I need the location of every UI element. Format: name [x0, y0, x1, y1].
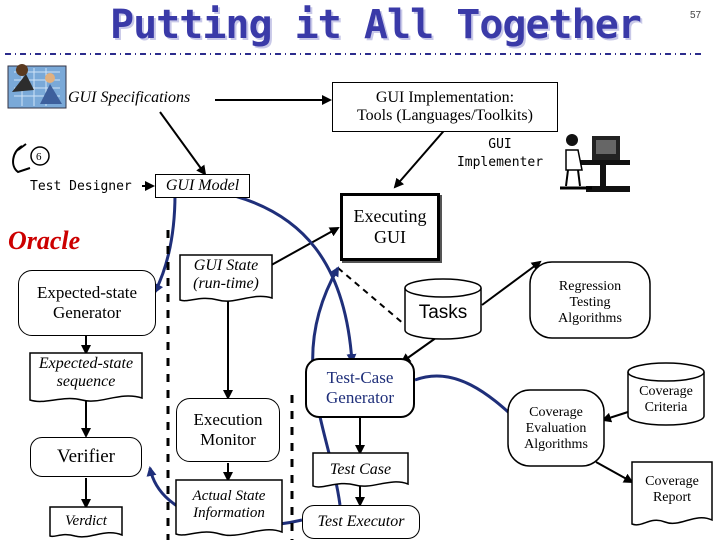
coverage-criteria-cylinder — [627, 362, 705, 426]
evaluation-box-shape — [507, 389, 605, 467]
coverage-report-label: Coverage Report — [632, 474, 712, 506]
curve-generator-to-evaluation — [414, 374, 519, 422]
arrow-tasks-to-generator — [400, 334, 441, 364]
arrow-state-to-executing — [265, 227, 340, 269]
coverage-report-line1: Coverage — [645, 474, 699, 489]
curve-model-to-oracle — [153, 193, 177, 294]
test-case-generator-line1: Test-Case — [326, 368, 394, 387]
gui-state-line2: (run-time) — [193, 275, 259, 293]
gui-model-box: GUI Model — [155, 174, 250, 198]
gui-implementation-box: GUI Implementation: Tools (Languages/Too… — [332, 82, 558, 132]
regression-line2: Testing — [569, 295, 611, 311]
coverage-criteria-line1: Coverage — [639, 384, 693, 399]
tasks-label: Tasks — [418, 302, 468, 323]
expected-state-sequence-line2: sequence — [56, 373, 116, 391]
actual-state-line1: Actual State — [192, 488, 266, 504]
executing-gui-line2: GUI — [374, 227, 406, 247]
coverage-report-line2: Report — [652, 490, 692, 506]
coverage-evaluation-label: Coverage Evaluation Algorithms — [508, 405, 604, 453]
svg-text:6: 6 — [36, 151, 42, 163]
expected-state-sequence-label: Expected-state sequence — [30, 355, 142, 392]
test-executor-box: Test Executor — [302, 505, 420, 539]
regression-label: Regression Testing Algorithms — [530, 279, 650, 327]
regression-line1: Regression — [558, 279, 622, 294]
dashed-executing-to-tasks — [337, 267, 406, 326]
execution-monitor-line2: Monitor — [200, 430, 256, 449]
arrow-tasks-to-regression — [481, 260, 542, 306]
test-case-generator-line2: Generator — [326, 388, 394, 407]
verdict-shape — [49, 506, 123, 538]
gui-implementer-icon — [560, 134, 630, 192]
expected-state-generator-box: Expected-state Generator — [18, 270, 156, 336]
verifier-box: Verifier — [30, 437, 142, 477]
page-number: 57 — [690, 10, 702, 21]
gui-implementer-line1: GUI — [488, 137, 512, 152]
arrow-spec-to-model — [159, 111, 207, 176]
expected-state-generator-line1: Expected-state — [36, 283, 138, 302]
coverage-criteria-line2: Criteria — [644, 400, 688, 416]
oracle-label: Oracle — [8, 226, 81, 255]
specification-people-icon — [7, 64, 67, 109]
verdict-label: Verdict — [65, 513, 107, 529]
regression-box-shape — [529, 261, 651, 339]
coverage-evaluation-line2: Evaluation — [525, 421, 587, 437]
expected-state-sequence-line1: Expected-state — [38, 355, 134, 372]
actual-state-shape — [175, 479, 283, 536]
test-case-generator-box: Test-Case Generator — [305, 358, 415, 418]
coverage-criteria-label: Coverage Criteria — [628, 384, 704, 416]
gui-state-shape — [179, 254, 273, 302]
test-designer-icon: 6 — [12, 143, 50, 174]
coverage-evaluation-line3: Algorithms — [524, 437, 588, 453]
regression-line3: Algorithms — [558, 311, 622, 327]
executing-gui-line1: Executing — [353, 206, 427, 226]
curve-model-to-generator — [234, 194, 357, 364]
gui-implementer-line2: Implementer — [456, 154, 544, 170]
gui-implementation-line2: Tools (Languages/Toolkits) — [357, 107, 533, 124]
execution-monitor-line1: Execution — [193, 410, 263, 429]
tasks-cylinder — [404, 278, 482, 340]
actual-state-line2: Information — [193, 505, 265, 522]
test-case-label: Test Case — [329, 461, 392, 478]
coverage-report-shape — [631, 461, 713, 526]
gui-specifications-label: GUI Specifications — [68, 89, 191, 106]
test-case-shape — [312, 452, 409, 488]
page-title: Putting it All Together — [110, 2, 642, 48]
actual-state-label: Actual State Information — [176, 488, 282, 523]
gui-implementation-line1: GUI Implementation: — [375, 89, 515, 106]
expected-state-generator-line2: Generator — [53, 303, 121, 322]
test-designer-label: Test Designer — [30, 179, 132, 194]
gui-state-label: GUI State (run-time) — [180, 257, 272, 294]
arrow-evaluation-to-report — [595, 461, 634, 483]
coverage-evaluation-line1: Coverage — [529, 405, 583, 420]
gui-implementer-label: GUI Implementer — [440, 136, 560, 171]
sequence-shape — [29, 352, 143, 403]
executing-gui-box: Executing GUI — [340, 193, 440, 261]
arrow-criteria-to-evaluation — [601, 411, 629, 423]
execution-monitor-box: Execution Monitor — [176, 398, 280, 462]
gui-state-line1: GUI State — [193, 257, 259, 274]
